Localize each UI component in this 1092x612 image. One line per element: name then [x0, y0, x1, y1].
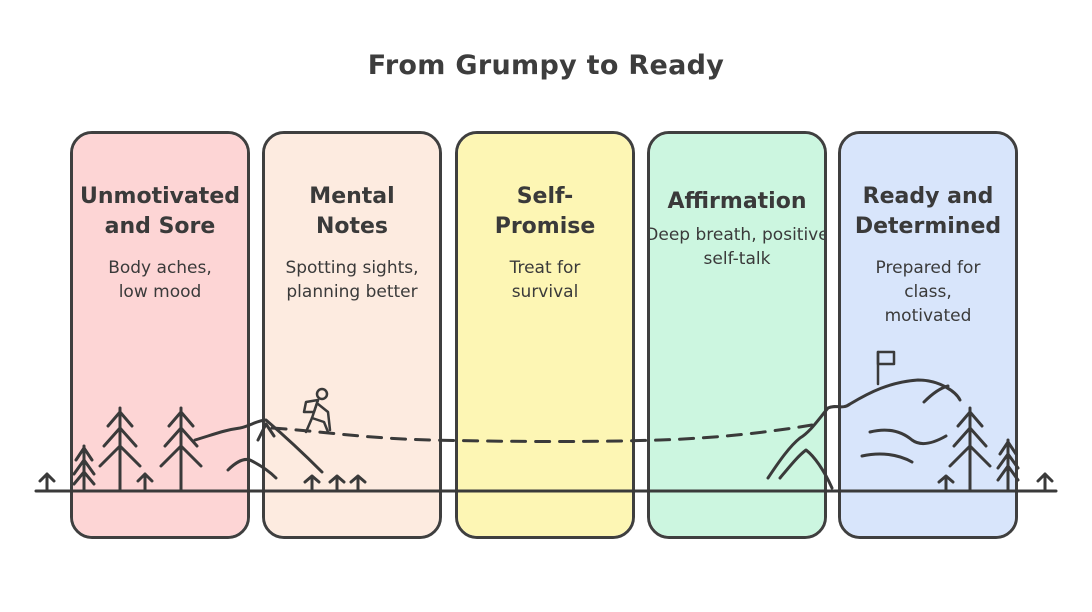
stage-card-2-fill — [265, 134, 439, 536]
sprout-icon — [349, 474, 367, 492]
sprout-icon — [937, 474, 955, 492]
tree-icon — [996, 438, 1020, 492]
stage-desc-1: Body aches, low mood — [108, 258, 212, 302]
stage-card-5: Ready and Determined Prepared for class,… — [838, 131, 1018, 539]
sprout-icon — [303, 474, 321, 492]
mountain-icon — [868, 428, 948, 445]
sprout-icon — [38, 472, 56, 492]
stage-card-4: Affirmation Deep breath, positive self-t… — [647, 131, 827, 539]
stage-desc-3: Treat for survival — [509, 258, 581, 302]
stage-card-3: Self-Promise Treat for survival — [455, 131, 635, 539]
tree-icon — [948, 406, 992, 492]
tree-icon — [98, 406, 142, 492]
mountain-icon — [193, 418, 324, 474]
stage-card-5-fill — [841, 134, 1015, 536]
stage-card-3-fill — [458, 134, 632, 536]
stage-title-4: Affirmation — [667, 189, 807, 214]
mountain-icon — [922, 384, 950, 404]
stage-desc-2: Spotting sights, planning better — [285, 258, 419, 302]
stage-title-2: Mental Notes — [309, 184, 395, 239]
stage-card-1-fill — [73, 134, 247, 536]
stage-card-4-fill — [650, 134, 824, 536]
trail-path — [270, 423, 814, 443]
stage-card-1: Unmotivated and Sore Body aches, low moo… — [70, 131, 250, 539]
sprout-icon — [136, 472, 154, 492]
hiker-icon — [302, 387, 332, 434]
mountain-icon — [766, 378, 962, 480]
mountain-icon — [860, 452, 914, 464]
stage-title-5: Ready and Determined — [854, 184, 1002, 239]
stage-card-2: Mental Notes Spotting sights, planning b… — [262, 131, 442, 539]
sprout-icon — [328, 474, 346, 492]
stage-title-1: Unmotivated and Sore — [80, 184, 240, 239]
diagram-title: From Grumpy to Ready — [367, 50, 725, 81]
mountain-icon — [778, 448, 834, 490]
stage-desc-4: Deep breath, positive self-talk — [647, 225, 827, 269]
flag-icon — [876, 350, 896, 386]
tree-icon — [72, 444, 96, 492]
stage-title-3: Self-Promise — [494, 184, 596, 239]
mountain-icon — [226, 458, 278, 480]
stage-desc-5: Prepared for class, motivated — [875, 258, 981, 326]
sprout-icon — [1036, 472, 1054, 492]
mountain-icon — [256, 422, 276, 442]
tree-icon — [159, 406, 203, 492]
